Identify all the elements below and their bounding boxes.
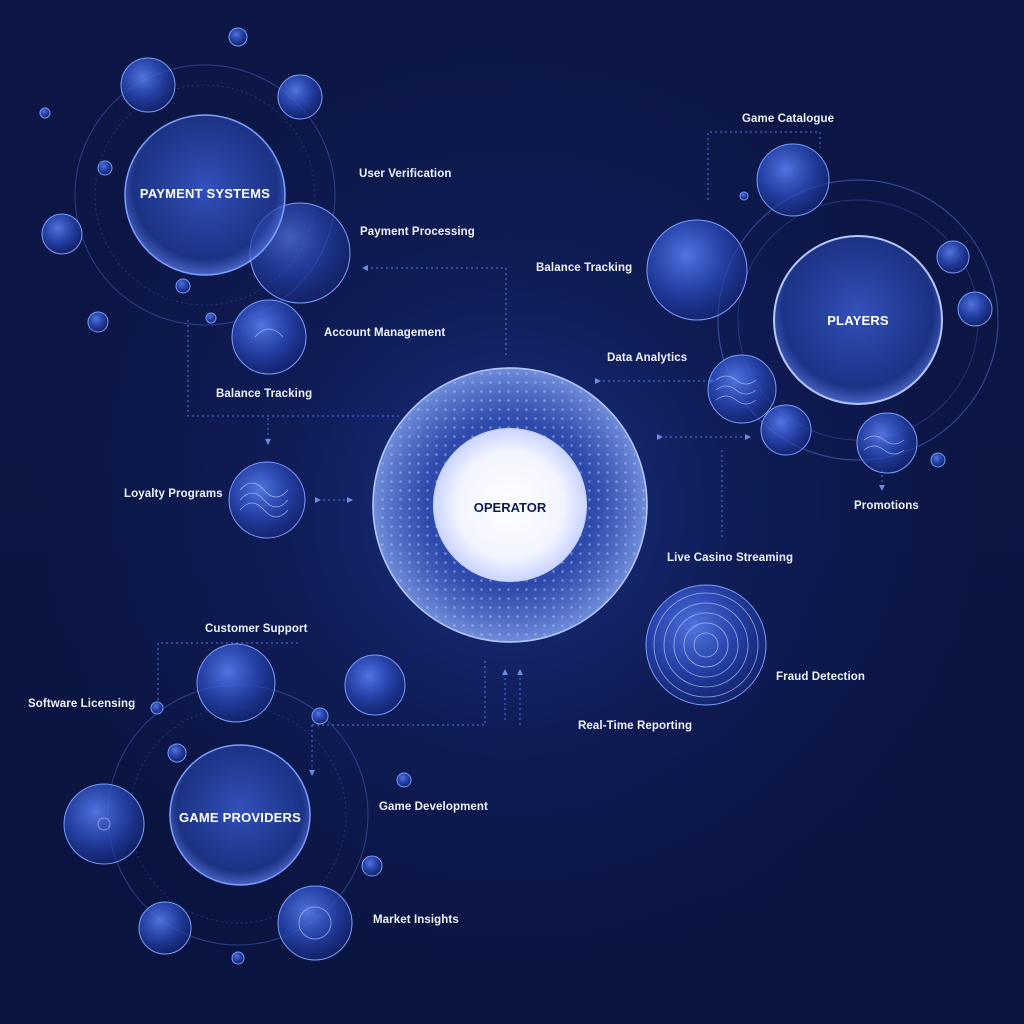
operator-core xyxy=(433,428,587,582)
satellite-sphere xyxy=(167,743,187,763)
game-development-label: Game Development xyxy=(379,801,488,813)
connector-lines xyxy=(157,131,885,776)
data-analytics-label: Data Analytics xyxy=(607,352,688,364)
wave-texture xyxy=(715,375,757,405)
satellite-sphere xyxy=(87,311,109,333)
connector-left-bracket xyxy=(187,320,400,417)
payment-orbit-ring-2 xyxy=(94,84,316,306)
payment-systems-label: PAYMENT SYSTEMS xyxy=(139,186,271,201)
satellite-sphere xyxy=(361,855,383,877)
satellite-sphere xyxy=(97,160,113,176)
target-dot xyxy=(97,817,111,831)
balance-tracking-right-label: Balance Tracking xyxy=(536,262,633,274)
satellite-sphere xyxy=(120,57,176,113)
wave-texture xyxy=(239,482,289,518)
players-label: PLAYERS xyxy=(827,313,889,328)
satellite-sphere xyxy=(138,901,192,955)
satellite-sphere xyxy=(311,707,329,725)
payment-systems-hub-sphere xyxy=(124,114,286,276)
game-orbit-ring-2 xyxy=(129,706,347,924)
satellite-sphere xyxy=(936,240,970,274)
satellite-sphere xyxy=(344,654,406,716)
connector-customer-support xyxy=(157,642,300,700)
satellite-sphere xyxy=(205,312,217,324)
user-verification-label: User Verification xyxy=(359,168,452,180)
satellite-sphere xyxy=(277,74,323,120)
balance-tracking-sphere xyxy=(646,219,748,321)
customer-support-sphere xyxy=(196,643,276,723)
satellite-sphere xyxy=(739,191,749,201)
players-hub-sphere xyxy=(773,235,943,405)
market-insights-label: Market Insights xyxy=(373,914,459,926)
satellite-sphere xyxy=(41,213,83,255)
payment-orbit-ring xyxy=(74,64,336,326)
fraud-detection-label: Fraud Detection xyxy=(776,671,866,683)
players-orbit-ring xyxy=(717,179,999,461)
connector-payment-operator xyxy=(362,265,507,355)
promotions-sphere xyxy=(856,412,918,474)
satellite-sphere xyxy=(228,27,248,47)
live-casino-streaming-label: Live Casino Streaming xyxy=(667,552,794,564)
satellite-sphere xyxy=(150,701,164,715)
swirl-texture xyxy=(254,328,284,338)
target-ring xyxy=(298,906,332,940)
data-analytics-sphere xyxy=(707,354,777,424)
account-management-sphere xyxy=(231,299,307,375)
real-time-reporting-label: Real-Time Reporting xyxy=(578,720,693,732)
fingerprint-ring xyxy=(673,612,739,678)
game-catalogue-label: Game Catalogue xyxy=(742,113,835,125)
satellite-sphere xyxy=(231,951,245,965)
fingerprint-ring xyxy=(663,602,749,688)
operator-label: OPERATOR xyxy=(473,500,547,515)
fingerprint-ring xyxy=(653,592,759,698)
fraud-detection-sphere xyxy=(645,584,767,706)
fingerprint-ring xyxy=(683,622,729,668)
loyalty-programs-sphere xyxy=(228,461,306,539)
customer-support-label: Customer Support xyxy=(205,623,308,635)
loyalty-programs-label: Loyalty Programs xyxy=(124,488,223,500)
balance-tracking-left-label: Balance Tracking xyxy=(216,388,313,400)
software-licensing-label: Software Licensing xyxy=(28,698,136,710)
satellite-sphere xyxy=(930,452,946,468)
connector-game-providers xyxy=(312,660,486,726)
account-management-label: Account Management xyxy=(324,327,446,339)
game-providers-label: GAME PROVIDERS xyxy=(179,810,301,825)
promotions-label: Promotions xyxy=(854,500,919,512)
satellite-sphere xyxy=(957,291,993,327)
fingerprint-ring xyxy=(693,632,719,658)
game-catalogue-sphere xyxy=(756,143,830,217)
payment-processing-label: Payment Processing xyxy=(360,226,475,238)
market-insights-sphere xyxy=(277,885,353,961)
software-licensing-sphere xyxy=(63,783,145,865)
game-providers-hub-sphere xyxy=(169,744,311,886)
satellite-sphere xyxy=(39,107,51,119)
satellite-sphere xyxy=(760,404,812,456)
satellite-sphere xyxy=(396,772,412,788)
satellite-sphere xyxy=(175,278,191,294)
sphere-textures xyxy=(97,328,905,940)
wave-texture xyxy=(863,435,905,455)
